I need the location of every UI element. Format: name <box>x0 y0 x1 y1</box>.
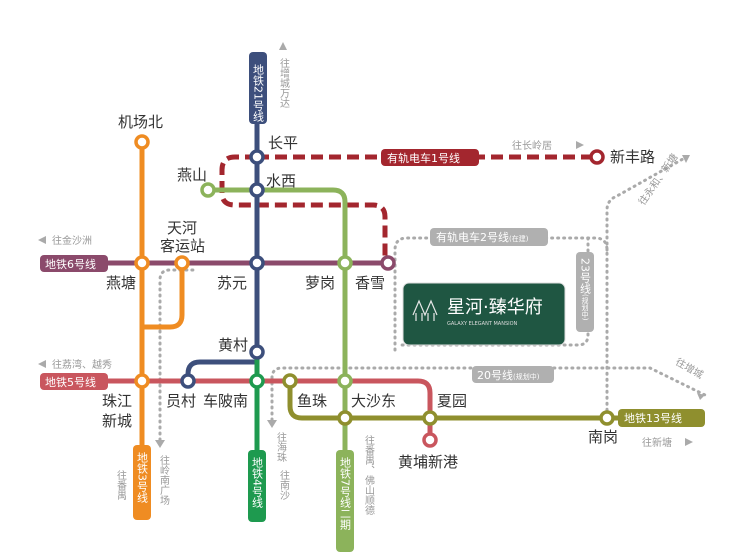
badge-line13: 地铁13号线 <box>624 411 682 425</box>
label-xinfenglu: 新丰路 <box>610 148 655 166</box>
badge-line5: 地铁5号线 <box>45 375 96 389</box>
station-changping[interactable] <box>249 149 265 165</box>
lingnan-route <box>158 268 195 442</box>
dir-zengcheng: 往增城 <box>673 355 705 381</box>
badge-tram1: 有轨电车1号线 <box>387 151 460 165</box>
label-tianhe-2: 客运站 <box>160 237 205 255</box>
badge-line21: 地铁21号线 <box>252 64 265 122</box>
line13-line <box>287 381 620 421</box>
label-dashadong: 大沙东 <box>351 392 396 410</box>
dir-haizhu: 往海珠 <box>275 431 287 463</box>
dir-xintang: 往新塘 <box>642 436 672 449</box>
station-jichangbei[interactable] <box>134 134 150 150</box>
station-luogang[interactable] <box>337 255 353 271</box>
station-huangcun[interactable] <box>249 344 265 360</box>
station-huangpu[interactable] <box>422 432 438 448</box>
label-jichangbei: 机场北 <box>118 113 163 131</box>
badge-tram2: 有轨电车2号线(在建) <box>436 230 529 244</box>
badge-line20: 20号线(规划中) <box>477 368 540 382</box>
station-dashadong[interactable] <box>337 373 353 389</box>
line23-route <box>398 236 590 347</box>
dir-changlingju: 往长岭居 <box>512 139 552 152</box>
stations <box>134 134 615 448</box>
label-shuixi: 水西 <box>266 172 296 190</box>
station-xiayuan[interactable] <box>422 410 438 426</box>
station-tianhe[interactable] <box>174 255 190 271</box>
logo-icon <box>412 299 438 321</box>
dir-lingnan: 往岭南广场 <box>158 454 170 506</box>
badge-line3: 地铁3号线 <box>136 452 149 503</box>
line7-line <box>208 187 348 460</box>
yonghe-route <box>605 153 692 252</box>
station-zhujiang[interactable] <box>134 373 150 389</box>
label-luogang: 萝岗 <box>305 274 335 292</box>
label-nangang: 南岗 <box>588 428 618 446</box>
line3-line <box>139 142 185 450</box>
station-yanshan[interactable] <box>200 182 216 198</box>
station-yuzhu[interactable] <box>282 373 298 389</box>
badge-line6: 地铁6号线 <box>45 257 96 271</box>
label-tianhe-1: 天河 <box>167 219 197 237</box>
station-xinfenglu[interactable] <box>589 149 605 165</box>
project-name-en: GALAXY ELEGANT MANSION <box>447 321 518 327</box>
badge-line4: 地铁4号线 <box>251 457 264 508</box>
label-huangpu: 黄埔新港 <box>398 453 458 471</box>
label-xiangxue: 香雪 <box>355 274 385 292</box>
label-changping: 长平 <box>268 134 298 152</box>
badge-line23: 23号线(规划中) <box>579 258 592 321</box>
dir-panyu-foshan: 往番禺、佛山顺德 <box>363 434 375 516</box>
station-xiangxue[interactable] <box>380 255 396 271</box>
label-zhujiang-1: 珠江 <box>102 392 132 410</box>
station-yantang[interactable] <box>134 255 150 271</box>
dir-zengcheng-wanda: 往增城万达 <box>278 57 290 108</box>
project-logo: 星河·臻华府 GALAXY ELEGANT MANSION <box>402 282 566 346</box>
dir-nansha: 往南沙 <box>278 469 290 500</box>
dir-jinshazhou: 往金沙洲 <box>52 234 92 247</box>
label-zhujiang-2: 新城 <box>102 412 132 430</box>
station-shuixi[interactable] <box>249 182 265 198</box>
station-yuancun[interactable] <box>180 373 196 389</box>
station-chebeinan[interactable] <box>249 373 265 389</box>
label-chebeinan: 车陂南 <box>203 392 248 410</box>
label-xiayuan: 夏园 <box>437 392 467 410</box>
dir-lixiwan: 往荔湾、越秀 <box>52 358 112 371</box>
label-yuancun: 员村 <box>166 392 196 410</box>
label-huangcun: 黄村 <box>218 336 248 354</box>
line20-route <box>270 366 707 422</box>
label-yanshan: 燕山 <box>177 166 207 184</box>
badge-line7: 地铁7号线二期 <box>339 457 352 531</box>
dir-panyu-l3: 往番禺 <box>115 469 127 500</box>
station-dashadong-13[interactable] <box>337 410 353 426</box>
label-yantang: 燕塘 <box>106 274 136 292</box>
label-yuzhu: 鱼珠 <box>297 392 327 410</box>
station-suyuan[interactable] <box>249 255 265 271</box>
station-nangang[interactable] <box>599 410 615 426</box>
line5-line <box>100 378 433 438</box>
project-name: 星河·臻华府 <box>447 297 543 318</box>
label-suyuan: 苏元 <box>217 274 247 292</box>
